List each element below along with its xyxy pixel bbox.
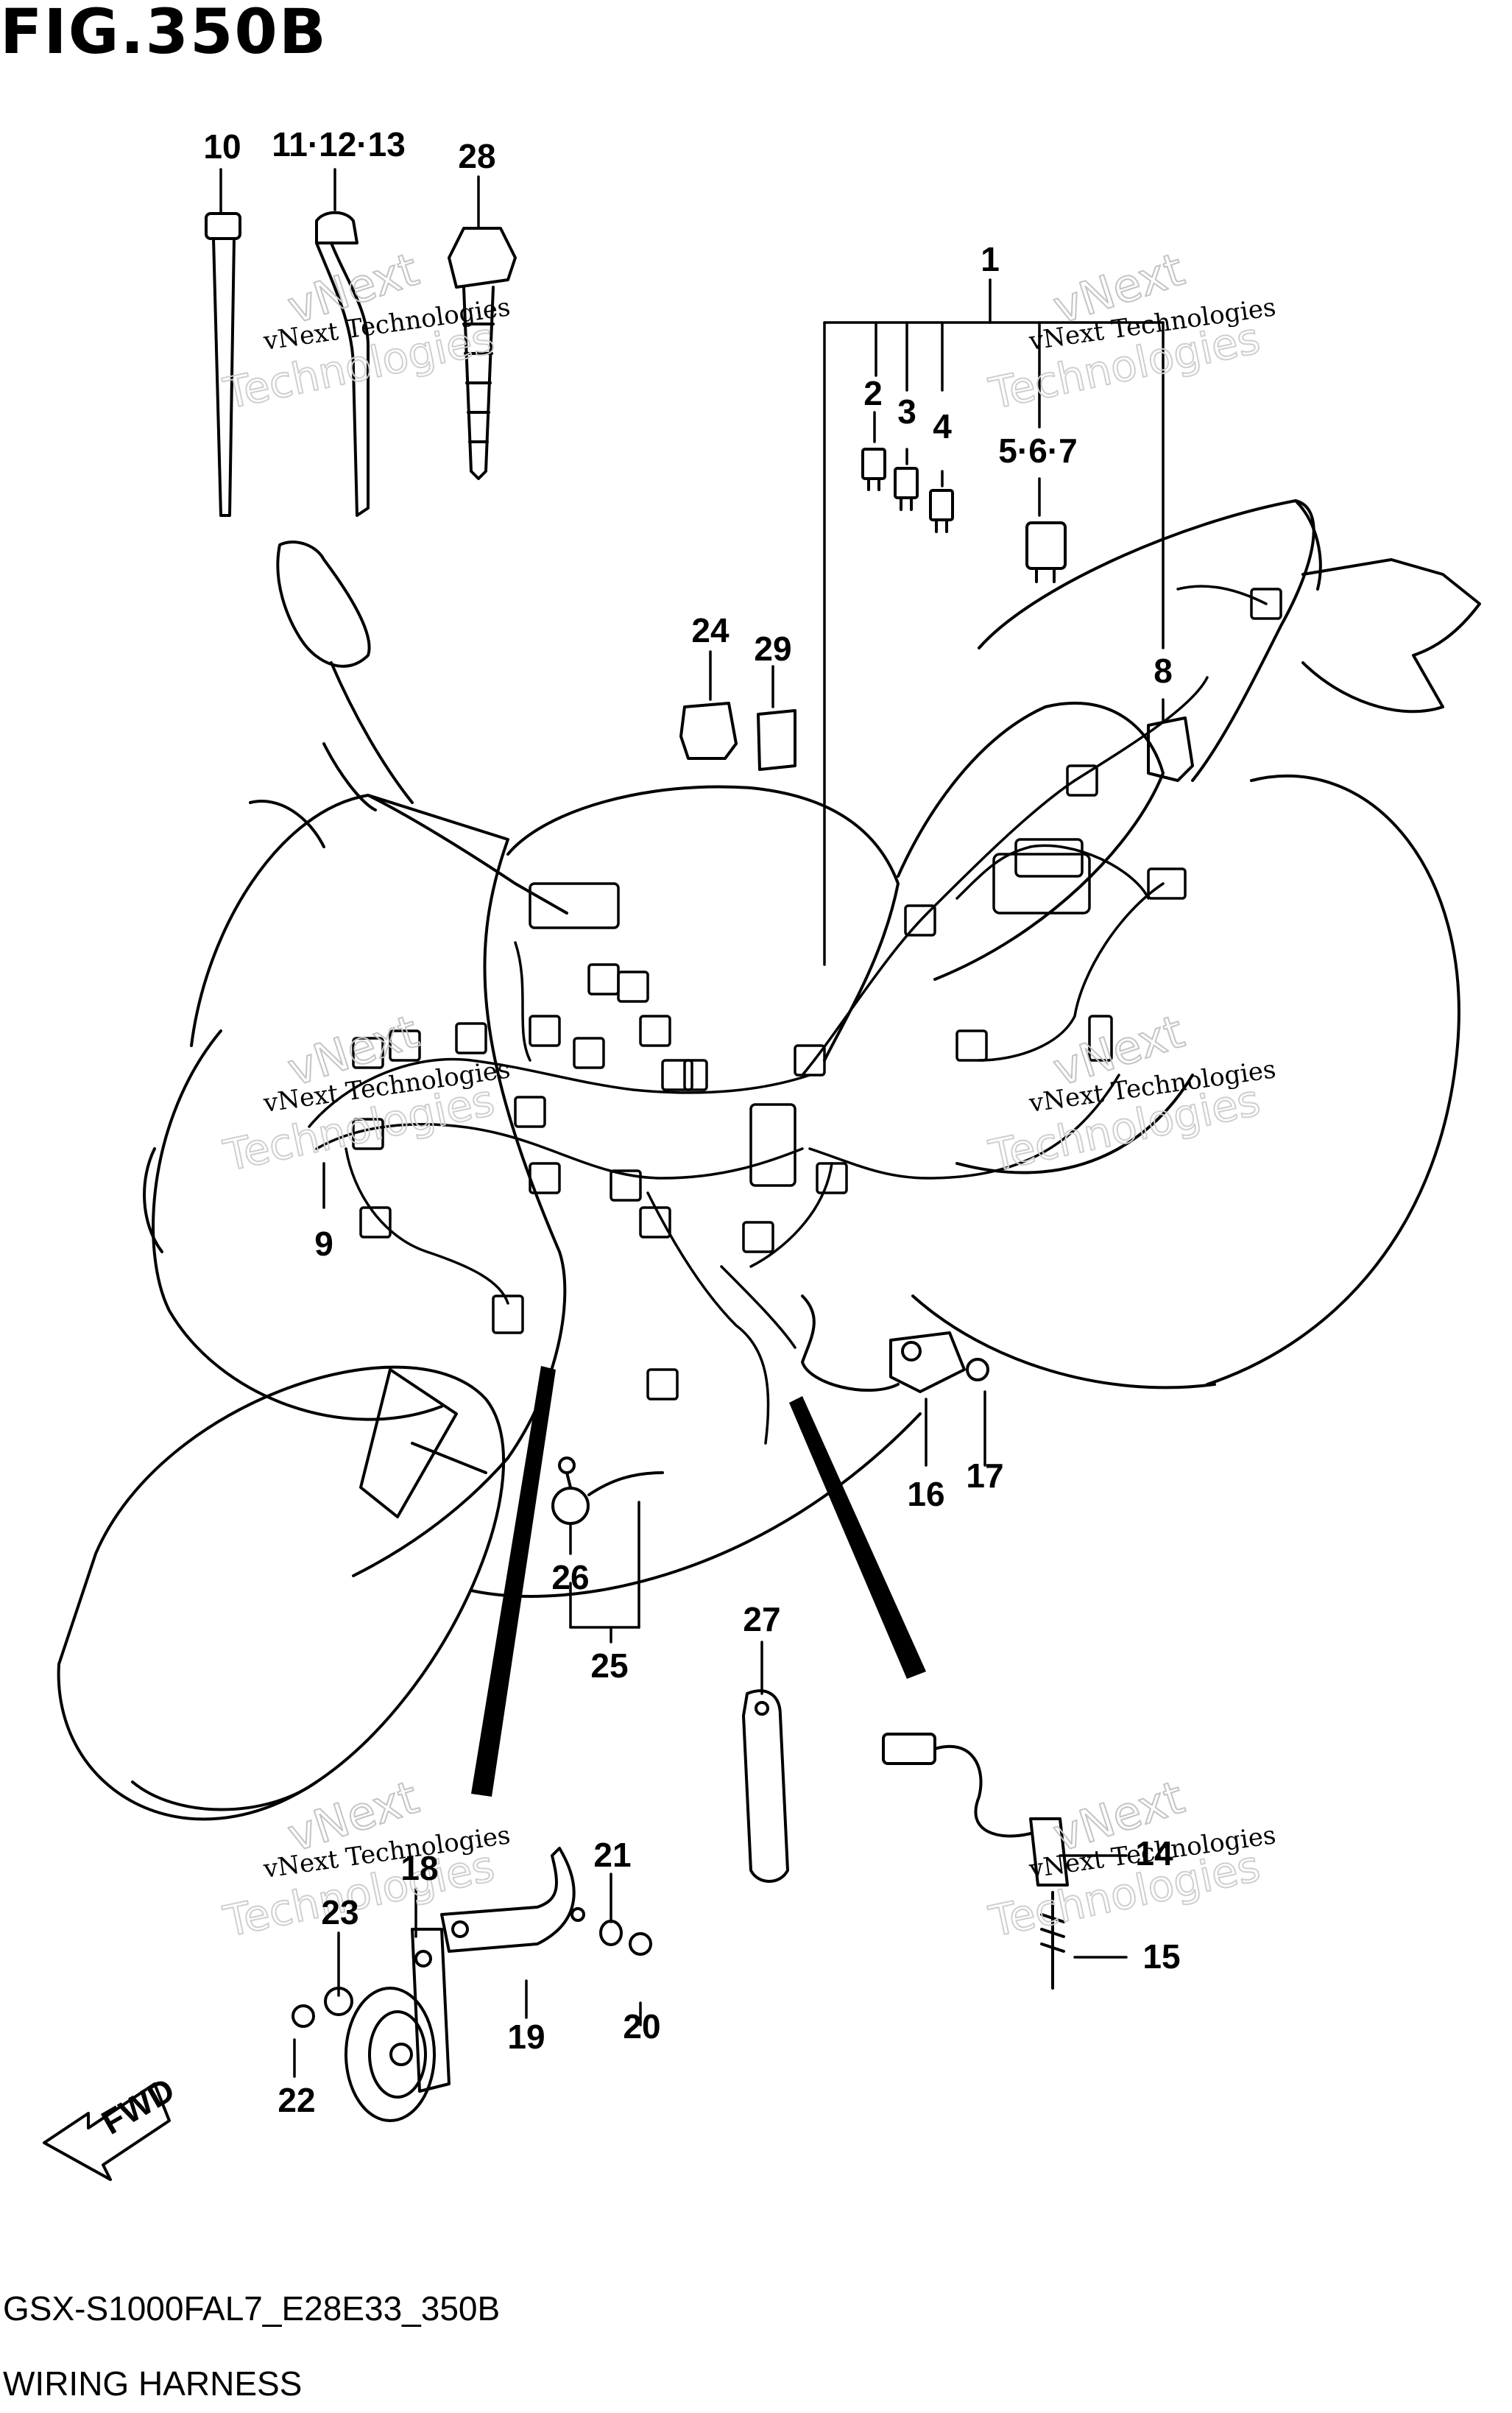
callout-3: 3 [897, 392, 916, 431]
callout-17: 17 [966, 1456, 1003, 1495]
callout-14: 14 [1135, 1834, 1173, 1873]
callout-4: 4 [933, 407, 952, 445]
main-wiring-harness [308, 585, 1282, 1445]
pad-part [757, 709, 796, 771]
model-code: GSX-S1000FAL7_E28E33_350B [3, 2289, 501, 2328]
callout-20: 20 [623, 2007, 660, 2046]
fuse-part-2 [861, 448, 886, 491]
callout-1: 1 [981, 240, 1000, 278]
leader-lines [219, 168, 1165, 2078]
figure-title: FIG.350B [0, 0, 328, 68]
grommet-part [551, 1456, 664, 1525]
callout-29: 29 [754, 630, 791, 668]
callout-21: 21 [593, 1836, 631, 1874]
fwd-arrow [43, 2082, 171, 2181]
cable-tie-part [205, 212, 241, 517]
callout-27: 27 [743, 1600, 780, 1638]
clamp-part [448, 227, 517, 480]
motorcycle-outline [57, 499, 1481, 1821]
callout-23: 23 [321, 1893, 358, 1931]
horn-bracket-part [440, 1847, 585, 1953]
callout-11-12-13: 11·12·13 [272, 125, 406, 163]
bracket-part-27 [742, 1689, 789, 1883]
watermark-group: vNext Technologies vNext Technologies vN… [219, 242, 1278, 1948]
callout-18: 18 [400, 1849, 438, 1887]
callout-2: 2 [863, 374, 883, 412]
horn-part [345, 1928, 451, 2122]
fuse-part-4 [929, 489, 954, 533]
callout-25: 25 [590, 1646, 628, 1685]
cover-part [1147, 716, 1194, 782]
fuse-part-3 [894, 467, 919, 511]
washer-part [324, 1920, 623, 2016]
callout-10: 10 [203, 127, 241, 166]
callout-26: 26 [551, 1558, 589, 1596]
callout-24: 24 [691, 611, 729, 649]
callout-16: 16 [907, 1475, 944, 1513]
figure-name: WIRING HARNESS [3, 2364, 303, 2403]
coupler-part [679, 702, 738, 760]
callout-15: 15 [1142, 1937, 1180, 1976]
callout-19: 19 [507, 2018, 545, 2056]
callout-8: 8 [1154, 652, 1173, 690]
bolt-part [292, 1932, 652, 2028]
callout-22: 22 [278, 2081, 315, 2119]
detail-pointers [471, 1366, 926, 1797]
sensor-part [801, 1294, 989, 1393]
cable-tie-wide-part [315, 211, 370, 517]
callout-labels: 1 2 3 4 5·6·7 8 9 10 11·12·13 14 15 16 1… [203, 125, 1180, 2119]
relay-part [1025, 521, 1067, 583]
callout-28: 28 [458, 137, 495, 175]
callout-9: 9 [314, 1225, 333, 1263]
switch-part [882, 1733, 1069, 1990]
callout-5-6-7: 5·6·7 [998, 431, 1077, 470]
